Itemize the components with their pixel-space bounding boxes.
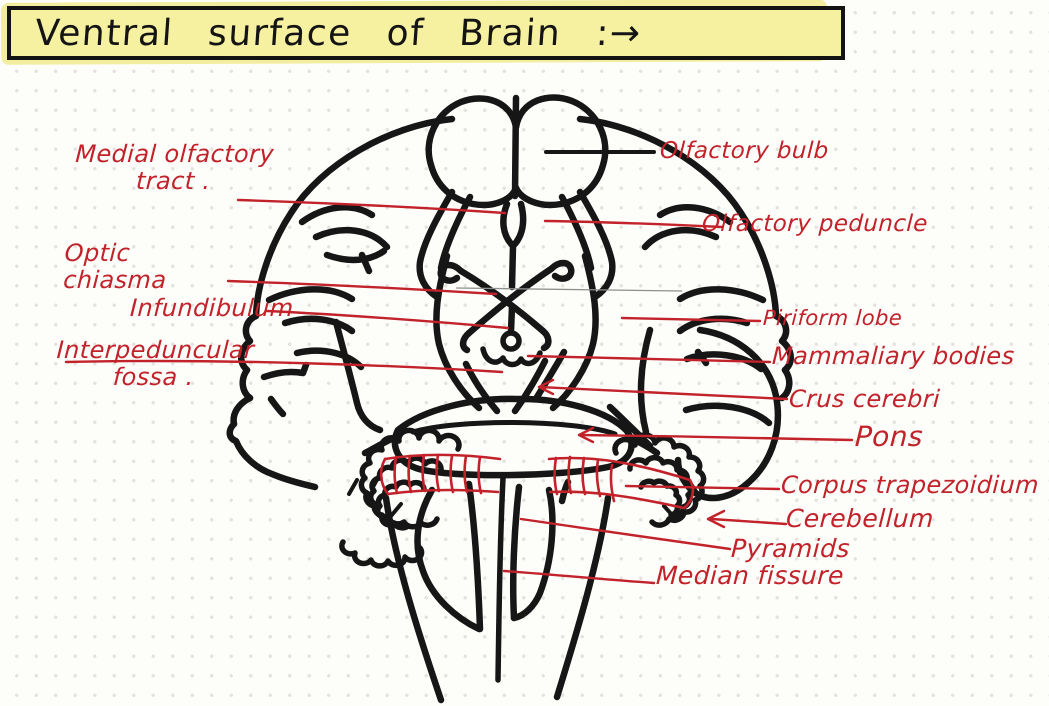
corpus-trapezoidium-drawing	[379, 453, 695, 510]
leader-median-fissure	[502, 569, 656, 585]
stray-line	[455, 287, 683, 292]
leader-olfactory-peduncle	[543, 219, 724, 229]
label-medial-olfactory-tract: Medial olfactory tract .	[74, 140, 275, 195]
olfactory-bulbs-drawing	[425, 94, 609, 209]
leader-optic-chiasma	[226, 279, 498, 296]
median-fissure-drawing	[495, 475, 506, 683]
label-piriform-lobe: Piriform lobe	[762, 306, 903, 330]
label-interpeduncular-fossa: Interpeduncular fossa .	[55, 336, 256, 391]
pons-arrowhead-icon	[577, 426, 595, 444]
leader-mammaliary-bodies	[526, 354, 772, 364]
label-infundibulum: Infundibulum	[129, 294, 295, 322]
label-median-fissure: Median fissure	[655, 561, 845, 590]
leader-infundibulum	[265, 309, 510, 330]
label-mammaliary-bodies: Mammaliary bodies	[771, 342, 1016, 370]
medulla-drawing	[382, 494, 612, 704]
label-optic-chiasma: Optic chiasma	[62, 239, 168, 294]
leader-crus-cerebri	[538, 385, 789, 401]
leader-piriform-lobe	[620, 316, 762, 323]
leader-corpus-trapezoidium	[624, 484, 781, 491]
leader-cerebellum	[710, 517, 788, 526]
label-pyramids: Pyramids	[730, 534, 851, 563]
label-pons: Pons	[854, 420, 924, 453]
leader-medial-olfactory-tract	[236, 198, 507, 215]
label-corpus-trapezoidium: Corpus trapezoidium	[780, 471, 1040, 499]
title-box: Ventral surface of Brain :→	[7, 6, 845, 60]
cerebrum-right-drawing	[549, 115, 794, 502]
label-olfactory-peduncle: Olfactory peduncle	[701, 211, 929, 237]
cerebellum-left-drawing	[339, 427, 462, 569]
longitudinal-fissure-drawing	[500, 200, 527, 291]
cerebellum-arrowhead-icon	[706, 509, 726, 529]
mammillary-bodies-drawing	[480, 346, 543, 368]
leader-interpeduncular-fossa	[64, 359, 504, 374]
label-olfactory-bulb: Olfactory bulb	[659, 138, 830, 164]
leader-pons	[578, 433, 854, 442]
infundibulum-drawing	[500, 303, 522, 352]
optic-chiasma-drawing	[437, 259, 575, 354]
crus-cerebri-arrowhead-icon	[537, 378, 555, 396]
pyramids-drawing	[414, 478, 572, 633]
leader-pyramids	[519, 517, 732, 551]
label-cerebellum: Cerebellum	[785, 504, 935, 533]
label-crus-cerebri: Crus cerebri	[788, 385, 941, 413]
